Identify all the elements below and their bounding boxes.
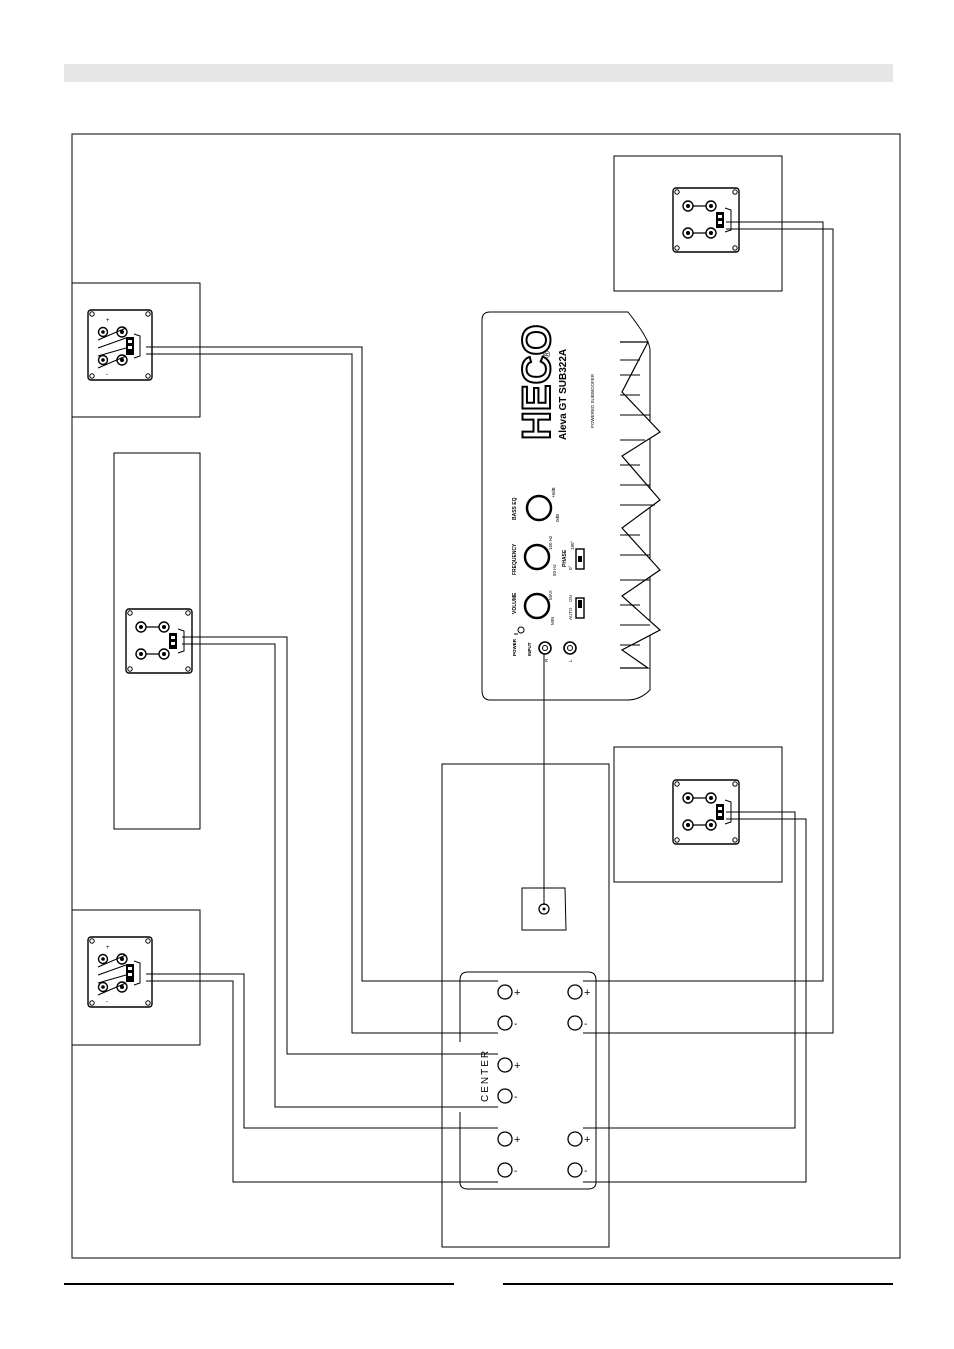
svg-text:180°: 180° — [570, 540, 575, 550]
subwoofer-subtitle: POWERED SUBWOOFER — [590, 373, 595, 428]
svg-text:MIN: MIN — [550, 617, 555, 625]
footer-rule-right — [503, 1283, 893, 1285]
input-label: INPUT — [527, 642, 532, 656]
power-label: POWER — [512, 638, 517, 656]
terminal-sign-front-right-minus: - — [584, 1019, 587, 1030]
power-led — [518, 627, 524, 633]
terminal-surround-left-minus — [498, 1163, 512, 1177]
terminal-sign-center-plus: + — [514, 1060, 520, 1072]
terminal-sign-front-left-plus: + — [514, 987, 520, 999]
terminal-surround-right-plus — [568, 1132, 582, 1146]
terminal-sign-front-right-plus: + — [584, 987, 590, 999]
svg-text:+6dB: +6dB — [551, 487, 556, 498]
frequency-knob — [525, 545, 549, 569]
terminal-plate-front-right — [88, 937, 152, 1007]
center-label: CENTER — [480, 1049, 491, 1102]
terminal-plate-front-left — [88, 310, 152, 380]
brand-registered: ® — [542, 350, 553, 358]
svg-text:PHASE: PHASE — [562, 549, 568, 567]
terminal-sign-surround-left-minus: - — [514, 1166, 517, 1177]
terminal-plate-rear-right — [673, 188, 739, 252]
terminal-front-left-minus — [498, 1016, 512, 1030]
svg-text:AUTO: AUTO — [568, 607, 573, 620]
volume-knob — [525, 594, 549, 618]
bass-eq-knob — [527, 496, 551, 520]
svg-text:150 Hz: 150 Hz — [548, 535, 553, 550]
terminal-sign-surround-right-plus: + — [584, 1134, 590, 1146]
volume-label: VOLUME — [512, 592, 518, 614]
terminal-center-minus — [498, 1089, 512, 1103]
subwoofer: HECO ® Aleva GT SUB322A POWERED SUBWOOFE… — [482, 312, 660, 700]
svg-text:0°: 0° — [568, 565, 573, 570]
terminal-center-plus — [498, 1058, 512, 1072]
terminal-front-right-minus — [568, 1016, 582, 1030]
terminal-front-right-plus — [568, 985, 582, 999]
model-name: Aleva GT SUB322A — [558, 349, 569, 440]
terminal-sign-surround-left-plus: + — [514, 1134, 520, 1146]
svg-text:50 Hz: 50 Hz — [552, 563, 557, 576]
terminal-surround-left-plus — [498, 1132, 512, 1146]
bass-eq-label: BASS EQ — [512, 497, 518, 520]
brand-logo: HECO — [515, 324, 559, 440]
terminal-sign-front-left-minus: - — [514, 1019, 517, 1030]
terminal-front-left-plus — [498, 985, 512, 999]
terminal-sign-surround-right-minus: - — [584, 1166, 587, 1177]
svg-text:ON: ON — [568, 595, 573, 602]
svg-text:MAX: MAX — [548, 590, 553, 600]
terminal-sign-center-minus: - — [514, 1092, 517, 1103]
terminal-plate-center — [126, 609, 192, 673]
svg-text:0dB: 0dB — [555, 514, 560, 522]
footer-rule-left — [64, 1283, 454, 1285]
frequency-label: FREQUENCY — [512, 543, 518, 575]
terminal-surround-right-minus — [568, 1163, 582, 1177]
